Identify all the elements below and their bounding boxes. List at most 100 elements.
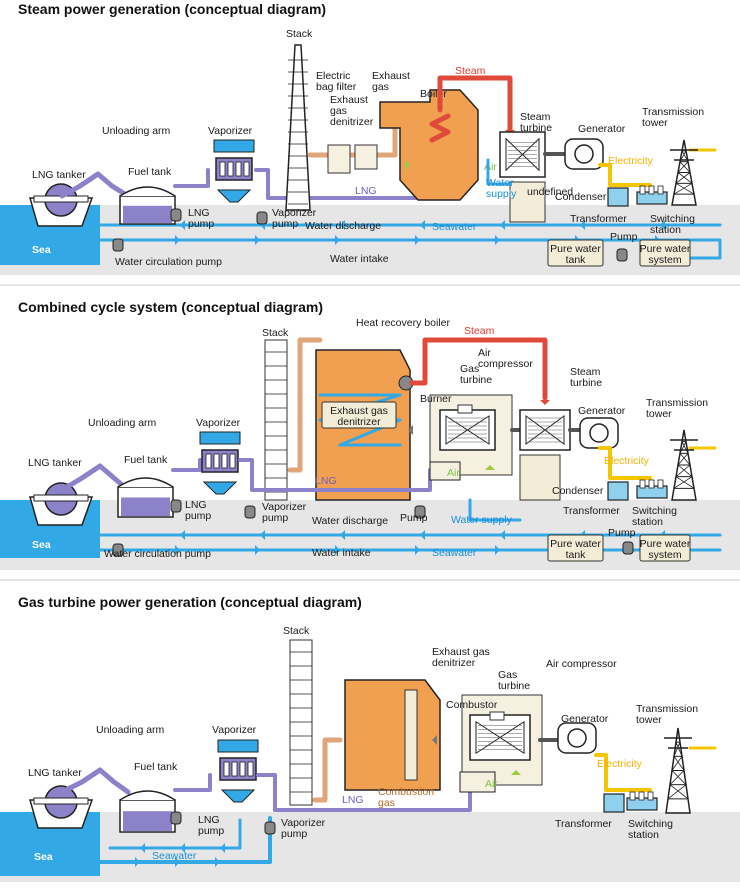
- tower-brace: [673, 476, 693, 489]
- boiler: [379, 89, 479, 201]
- vaporizer-fin: [229, 453, 236, 469]
- switching-insulator: [647, 791, 654, 801]
- pure-water-tank-box: [547, 239, 604, 267]
- feed-pump-label: Pump: [400, 512, 428, 524]
- combustor-label: Combustor: [446, 699, 498, 711]
- tower-brace: [673, 742, 681, 757]
- stack-label: Stack: [283, 625, 310, 637]
- vaporizer-top: [213, 139, 255, 153]
- switching-insulator: [657, 185, 664, 195]
- switching-insulator: [629, 791, 636, 801]
- vaporizer-funnel: [202, 481, 238, 495]
- lng-tanker: [29, 785, 94, 829]
- vaporizer-fin: [243, 161, 250, 177]
- vaporizer-fin: [239, 761, 246, 777]
- air-arrow: [485, 465, 495, 470]
- generator-rotor: [589, 423, 609, 443]
- flow-arrow: [580, 220, 585, 230]
- vaporizer-fin: [205, 453, 212, 469]
- tower-brace: [677, 464, 693, 477]
- tower-brace: [675, 742, 683, 757]
- panel-title: Gas turbine power generation (conceptual…: [18, 594, 362, 610]
- lng-pump: [170, 499, 182, 513]
- tank-roof: [119, 790, 176, 801]
- exhaust-gas-denitrizer: [344, 679, 441, 791]
- flow-arrow: [180, 220, 185, 230]
- tower-brace: [675, 172, 691, 184]
- flow-arrow: [175, 545, 180, 555]
- air-label: Air: [447, 467, 460, 479]
- vaporizer-fin: [247, 761, 254, 777]
- condenser-label: Condenser: [555, 191, 607, 203]
- tower-brace: [673, 756, 685, 771]
- transmission-tower: [670, 429, 698, 501]
- generator-rotor: [567, 728, 587, 748]
- transformer-body: [607, 481, 629, 501]
- generator: [579, 417, 619, 449]
- pure-water-tank-box: [547, 534, 604, 562]
- flow-arrow: [335, 545, 340, 555]
- generator: [557, 722, 597, 754]
- generator-rotor: [574, 144, 594, 164]
- condenser-icon: undefined: [527, 186, 573, 198]
- tank-liquid: [121, 497, 170, 517]
- boiler-label: Boiler: [420, 88, 447, 100]
- vaporizer-fin: [223, 761, 230, 777]
- vaporizer-fin: [231, 761, 238, 777]
- seawater-label: Seawater: [432, 221, 477, 233]
- lng-pump: [170, 208, 182, 222]
- lng-line: [254, 168, 422, 200]
- exhaust-gas-denitrizer-box: [321, 401, 397, 429]
- air-intake: [459, 771, 496, 793]
- vaporizer-label: Vaporizer: [212, 724, 257, 736]
- sea-label: Sea: [32, 244, 51, 256]
- tower-brace: [679, 453, 691, 466]
- panel-title: Combined cycle system (conceptual diagra…: [18, 299, 323, 315]
- steam-pipe: [437, 75, 513, 133]
- vaporizer-fin: [235, 161, 242, 177]
- condenser: [509, 181, 546, 223]
- gas-turbine: [439, 409, 496, 451]
- flow-arrow: [255, 235, 260, 245]
- water-discharge-label: Water discharge: [312, 515, 388, 527]
- flow-arrow: [180, 530, 185, 540]
- water-circulation-pump-label: Water circulation pump: [115, 256, 222, 268]
- transmission-tower: [670, 139, 698, 206]
- tank-roof: [117, 477, 174, 488]
- flow-arrow: [180, 843, 185, 853]
- sea-label: Sea: [32, 539, 51, 551]
- vaporizer-pump: [256, 211, 268, 225]
- water-discharge-label: Water discharge: [305, 220, 381, 232]
- gas-turbine: [469, 714, 531, 761]
- tank-roof: [119, 186, 176, 197]
- flow-arrow: [415, 235, 420, 245]
- water-intake-label: Water intake: [330, 253, 389, 265]
- tower-brace: [671, 770, 687, 785]
- transformer-body: [603, 793, 625, 813]
- flow-arrow: [135, 857, 140, 867]
- tower-brace: [675, 182, 695, 195]
- transformer: [603, 793, 625, 813]
- stack: [289, 639, 313, 806]
- unloading-arm: [59, 463, 131, 493]
- water-intake-label: Water intake: [312, 547, 371, 559]
- pure-water-system-box: [639, 534, 691, 562]
- boiler-coil: [429, 113, 451, 143]
- pure-water-pump: [622, 541, 634, 555]
- switching-insulator: [639, 479, 646, 489]
- tower-brace: [679, 441, 687, 454]
- unloading-arm: [59, 767, 131, 795]
- steam-pipe: [409, 337, 548, 401]
- generator-label: Generator: [561, 713, 609, 725]
- unloading-arm: [59, 171, 131, 199]
